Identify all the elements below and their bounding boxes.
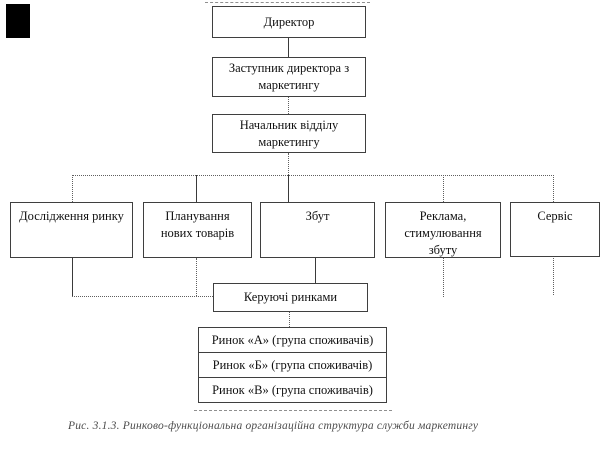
connector-sales-managers	[315, 258, 316, 283]
connector-advertising-down	[443, 258, 444, 297]
node-market-b-label: Ринок «Б» (група споживачів)	[212, 357, 373, 372]
node-market-b: Ринок «Б» (група споживачів)	[198, 352, 387, 378]
connector-managers-markets	[289, 312, 290, 327]
stub-research	[72, 175, 73, 202]
figure-caption: Рис. 3.1.3. Ринково-функціональна органі…	[68, 420, 479, 432]
artifact-dashed-line-bottom	[194, 410, 392, 411]
node-market-research-label: Дослідження ринку	[19, 209, 124, 223]
stub-advertising	[443, 175, 444, 202]
node-sales: Збут	[260, 202, 375, 258]
node-marketing-head: Начальник відділу маркетингу	[212, 114, 366, 153]
black-square-decoration	[6, 4, 30, 38]
connector-planning-down	[196, 258, 197, 296]
node-market-managers-label: Керуючі ринками	[243, 290, 338, 304]
node-market-v-label: Ринок «В» (група споживачів)	[212, 382, 373, 397]
node-sales-label: Збут	[305, 209, 330, 223]
stub-sales	[288, 175, 289, 202]
stub-planning	[196, 175, 197, 202]
distribution-line	[72, 175, 554, 176]
node-director: Директор	[212, 6, 366, 38]
node-market-a: Ринок «А» (група споживачів)	[198, 327, 387, 353]
node-product-planning-label: Планування нових товарів	[160, 209, 235, 240]
node-marketing-head-label: Начальник відділу маркетингу	[239, 117, 339, 149]
node-market-research: Дослідження ринку	[10, 202, 133, 258]
stub-service	[553, 175, 554, 202]
node-market-a-label: Ринок «А» (група споживачів)	[211, 332, 374, 347]
node-advertising-label: Реклама, стимулювання збуту	[404, 209, 482, 257]
node-director-label: Директор	[263, 14, 315, 29]
node-service: Сервіс	[510, 202, 600, 257]
node-market-v: Ринок «В» (група споживачів)	[198, 377, 387, 403]
node-deputy-director-label: Заступник директора з маркетингу	[228, 61, 350, 92]
connector-left-to-managers	[72, 296, 213, 297]
node-product-planning: Планування нових товарів	[143, 202, 252, 258]
artifact-dashed-line-top	[205, 2, 370, 3]
connector-head-distribution	[288, 153, 289, 175]
market-stack: Ринок «А» (група споживачів) Ринок «Б» (…	[198, 327, 387, 403]
node-advertising: Реклама, стимулювання збуту	[385, 202, 501, 258]
node-service-label: Сервіс	[537, 209, 573, 223]
connector-director-deputy	[288, 38, 289, 57]
node-market-managers: Керуючі ринками	[213, 283, 368, 312]
connector-research-down	[72, 258, 73, 296]
connector-deputy-head	[288, 97, 289, 114]
node-deputy-director: Заступник директора з маркетингу	[212, 57, 366, 97]
connector-service-down	[553, 258, 554, 295]
